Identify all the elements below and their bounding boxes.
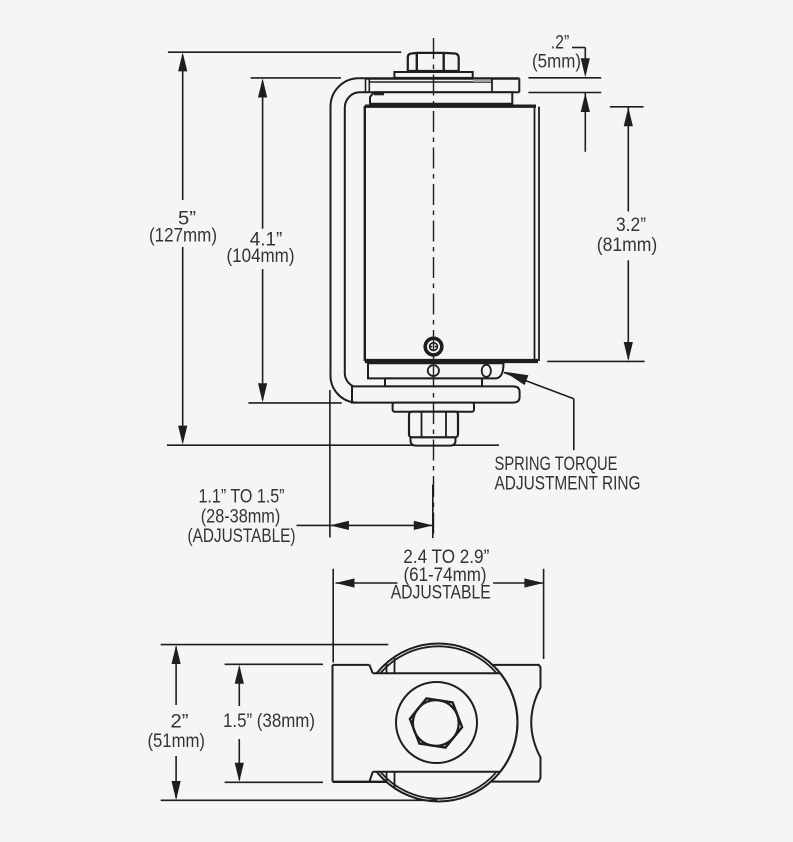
svg-text:5”: 5”: [178, 209, 196, 230]
svg-text:(28-38mm): (28-38mm): [201, 506, 281, 527]
svg-text:(ADJUSTABLE): (ADJUSTABLE): [188, 526, 296, 547]
svg-text:(51mm): (51mm): [147, 731, 205, 752]
svg-text:ADJUSTABLE: ADJUSTABLE: [391, 583, 491, 604]
svg-text:ADJUSTMENT RING: ADJUSTMENT RING: [495, 474, 641, 495]
svg-text:(81mm): (81mm): [597, 235, 658, 256]
svg-text:.2”: .2”: [551, 33, 570, 54]
svg-text:1.1” TO 1.5”: 1.1” TO 1.5”: [199, 486, 285, 507]
svg-text:3.2”: 3.2”: [616, 215, 646, 236]
svg-text:SPRING TORQUE: SPRING TORQUE: [495, 454, 618, 475]
svg-text:(127mm): (127mm): [149, 226, 217, 247]
svg-text:(61-74mm): (61-74mm): [404, 565, 487, 586]
svg-text:2.4 TO 2.9”: 2.4 TO 2.9”: [403, 547, 489, 568]
svg-text:(5mm): (5mm): [532, 51, 581, 72]
svg-text:(104mm): (104mm): [227, 246, 295, 267]
svg-text:4.1”: 4.1”: [250, 229, 283, 250]
svg-text:1.5” (38mm): 1.5” (38mm): [223, 711, 315, 732]
svg-text:2”: 2”: [171, 712, 189, 733]
